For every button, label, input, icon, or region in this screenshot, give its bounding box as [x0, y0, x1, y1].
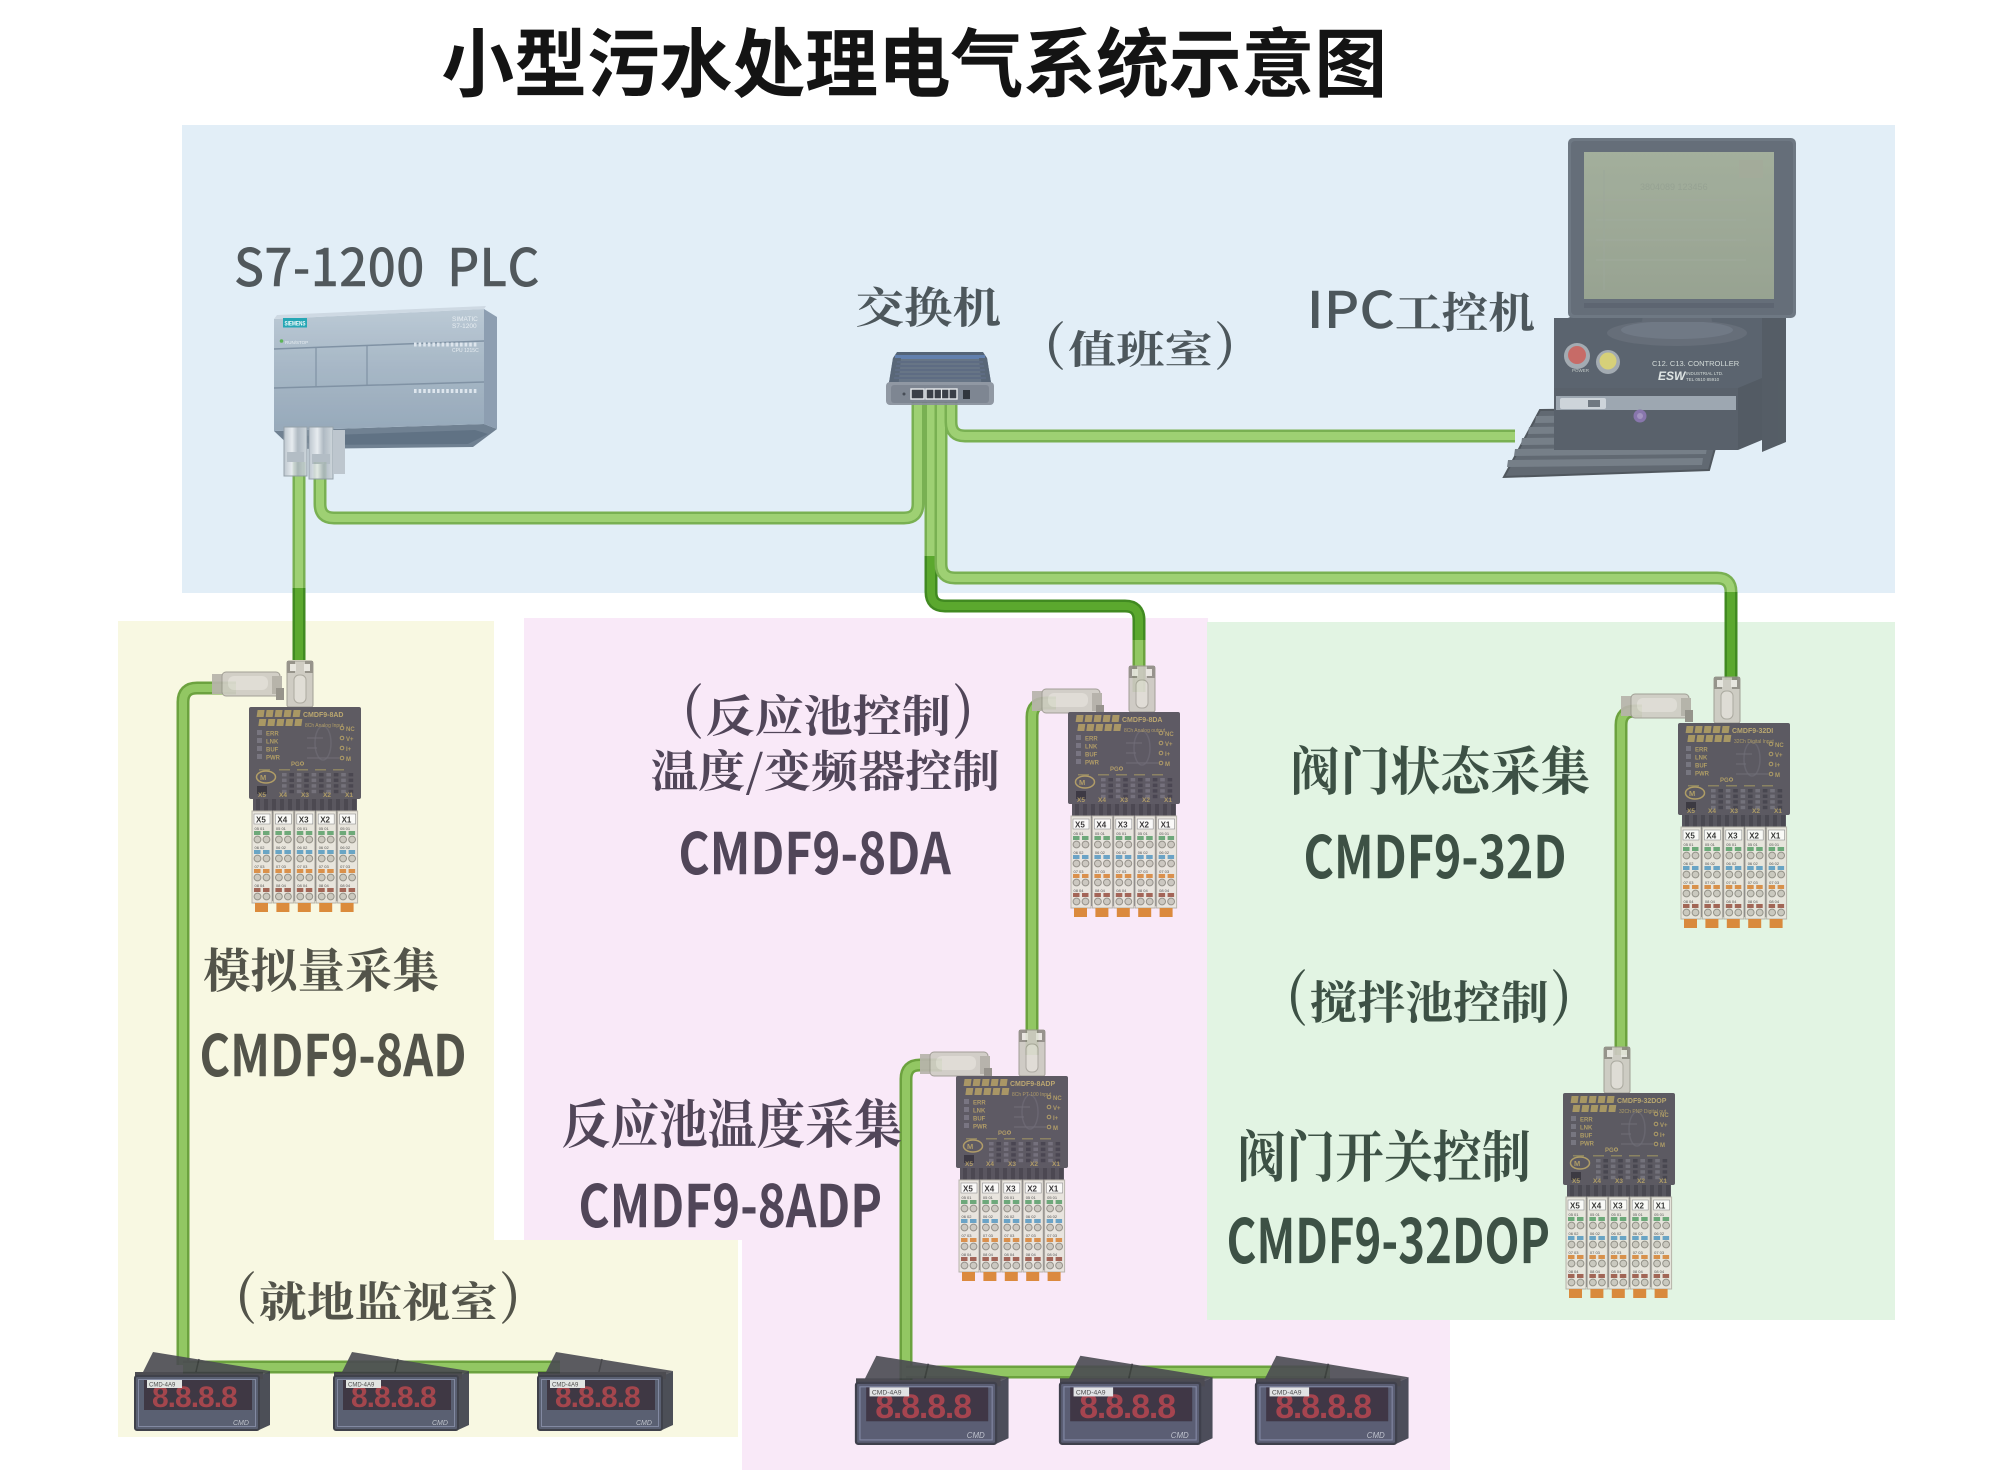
svg-text:CMDF9-32DOP: CMDF9-32DOP — [1617, 1098, 1667, 1105]
svg-text:C12. C13. CONTROLLER: C12. C13. CONTROLLER — [1652, 359, 1740, 368]
svg-text:3804089 123456: 3804089 123456 — [1640, 182, 1708, 192]
svg-text:CPU 1215C: CPU 1215C — [452, 348, 479, 354]
svg-text:SIEMENS: SIEMENS — [285, 322, 306, 328]
svg-text:CMDF9-8DA: CMDF9-8DA — [1122, 717, 1162, 724]
svg-text:SIMATIC: SIMATIC — [452, 316, 478, 323]
svg-text:TEL 0510 85910: TEL 0510 85910 — [1686, 377, 1720, 382]
svg-text:INDUSTRIAL LTD.: INDUSTRIAL LTD. — [1686, 371, 1723, 376]
svg-text:32Ch PNP Digital out: 32Ch PNP Digital out — [1619, 1109, 1667, 1115]
svg-text:32Ch Digital Input: 32Ch Digital Input — [1734, 739, 1774, 745]
svg-text:ESW: ESW — [1658, 369, 1687, 383]
svg-text:S7-1200: S7-1200 — [452, 323, 477, 330]
svg-text:CMDF9-32DI: CMDF9-32DI — [1732, 728, 1773, 735]
svg-text:8Ch Analog output: 8Ch Analog output — [1124, 728, 1166, 734]
svg-text:CMDF9-8AD: CMDF9-8AD — [303, 712, 343, 719]
svg-text:CMDF9-8ADP: CMDF9-8ADP — [1010, 1081, 1055, 1088]
svg-text:8Ch Analog Input: 8Ch Analog Input — [305, 723, 344, 729]
svg-text:8Ch PT-100 Input: 8Ch PT-100 Input — [1012, 1092, 1052, 1098]
svg-text:RUN/STOP: RUN/STOP — [285, 340, 308, 345]
svg-text:POWER: POWER — [1572, 368, 1590, 373]
